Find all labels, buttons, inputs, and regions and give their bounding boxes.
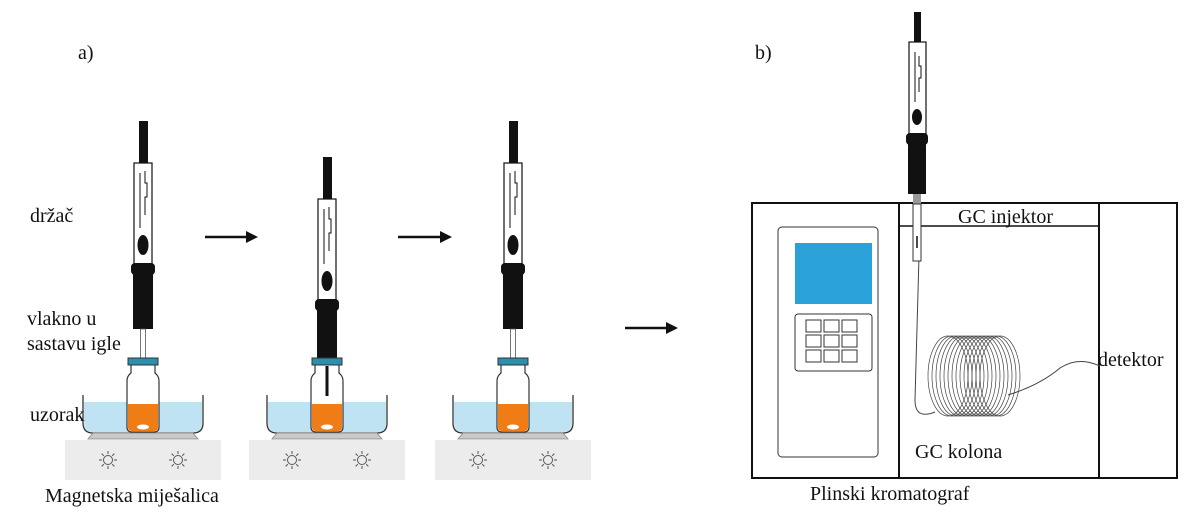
holder-grip	[317, 309, 337, 365]
stirrer-plate	[87, 432, 199, 440]
panel-label-a: a)	[78, 42, 94, 64]
keypad-key	[841, 334, 858, 348]
stir-indicator-icon	[469, 451, 487, 469]
holder-window	[321, 271, 333, 291]
arrow-right-icon	[625, 322, 678, 334]
holder-grip-collar	[131, 263, 155, 275]
stir-indicator-icon	[169, 451, 187, 469]
vial-sample	[498, 404, 528, 431]
needle-guide	[913, 194, 921, 204]
keypad-key	[805, 319, 822, 333]
label-detector: detektor	[1098, 349, 1164, 371]
label-gc-injector: GC injektor	[958, 206, 1053, 228]
stirrer-base	[249, 440, 405, 480]
stir-bar	[321, 424, 333, 430]
holder-plunger	[323, 157, 332, 199]
stir-indicator-icon	[283, 451, 301, 469]
panel-label-b: b)	[755, 42, 772, 64]
holder-plunger	[914, 12, 921, 42]
stir-indicator-icon	[539, 451, 557, 469]
holder-grip-collar	[501, 263, 525, 275]
holder-slot	[914, 52, 922, 102]
arrow-right-icon	[205, 231, 258, 243]
stir-bar	[137, 424, 149, 430]
holder-grip-collar	[315, 299, 339, 311]
column-outlet-line	[1007, 361, 1101, 396]
gc-screen	[795, 243, 872, 304]
keypad-key	[823, 319, 840, 333]
holder-plunger	[509, 121, 518, 163]
fiber-exposed	[325, 366, 329, 396]
step-1	[65, 121, 221, 480]
holder-window	[912, 109, 922, 125]
keypad-key	[805, 349, 822, 363]
keypad-key	[841, 319, 858, 333]
holder-slot	[509, 171, 518, 228]
stirrer-plate	[271, 432, 383, 440]
label-stirrer: Magnetska miješalica	[45, 485, 219, 507]
step-2	[249, 157, 405, 480]
arrow-right-icon	[398, 231, 452, 243]
injection-syringe	[906, 12, 928, 262]
holder-plunger	[139, 121, 148, 163]
label-chromatograph: Plinski kromatograf	[810, 483, 970, 505]
holder-window	[507, 235, 519, 255]
label-fiber-line1: vlakno u	[27, 308, 97, 330]
stirrer-base	[435, 440, 591, 480]
column-inlet-line	[914, 255, 936, 415]
stirrer-base	[65, 440, 221, 480]
holder-window	[137, 235, 149, 255]
keypad-key	[823, 334, 840, 348]
stir-indicator-icon	[353, 451, 371, 469]
keypad-key	[805, 334, 822, 348]
vial-sample	[128, 404, 158, 431]
stirrer-plate	[457, 432, 569, 440]
vial-cap	[127, 357, 159, 366]
step-3	[435, 121, 591, 480]
stir-indicator-icon	[99, 451, 117, 469]
label-fiber-line2: sastavu igle	[27, 333, 121, 355]
holder-grip	[133, 273, 153, 329]
vial-cap	[311, 357, 343, 366]
stir-bar	[507, 424, 519, 430]
vial-sample	[312, 404, 342, 431]
gas-chromatograph	[751, 202, 1178, 479]
label-sample: uzorak	[30, 404, 85, 426]
holder-grip	[503, 273, 523, 329]
holder-slot	[323, 207, 332, 264]
holder-grip-collar	[906, 133, 928, 145]
keypad-key	[823, 349, 840, 363]
holder-slot	[139, 171, 148, 228]
holder-grip	[908, 144, 926, 194]
keypad-key	[841, 349, 858, 363]
needle	[912, 203, 922, 262]
vial-cap	[497, 357, 529, 366]
label-holder: držač	[30, 205, 74, 227]
label-gc-column: GC kolona	[915, 441, 1003, 463]
gc-column-coil	[927, 335, 1021, 417]
